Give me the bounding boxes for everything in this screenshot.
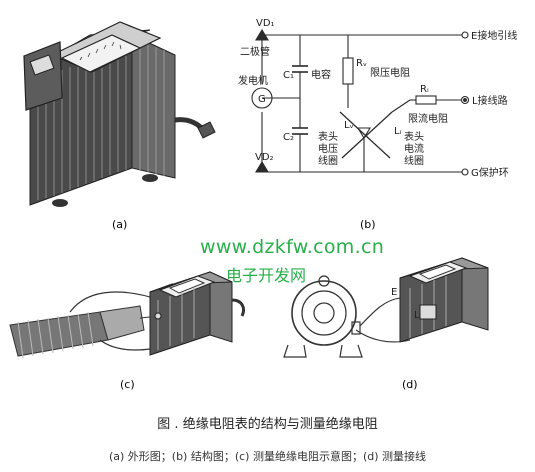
motor-measurement-drawing bbox=[283, 257, 489, 358]
vd1-label: VD₁ bbox=[256, 18, 275, 29]
coil-pointer-symbol bbox=[357, 127, 371, 140]
ri-label: Rᵢ bbox=[420, 84, 429, 95]
figure-caption-title: 图 . 绝缘电阻表的结构与测量绝缘电阻 bbox=[157, 417, 378, 432]
diode-label: 二极管 bbox=[240, 45, 270, 58]
terminal-e-label: E接地引线 bbox=[471, 29, 517, 42]
voltage-coil-label-1: 表头 bbox=[318, 130, 338, 143]
c2-label: C₂ bbox=[283, 132, 294, 143]
terminal-l-symbol bbox=[460, 95, 470, 105]
resistor-ri-symbol bbox=[415, 95, 437, 105]
voltage-coil-label-3: 线圈 bbox=[318, 154, 338, 167]
panel-label-d: (d) bbox=[402, 378, 418, 391]
lead-e-label: E bbox=[391, 287, 397, 298]
voltage-coil-symbol bbox=[339, 111, 391, 159]
watermark-site-name: 电子开发网 bbox=[226, 266, 307, 285]
ri-name-label: 限流电阻 bbox=[408, 112, 448, 125]
rv-name-label: 限压电阻 bbox=[370, 66, 410, 79]
terminal-e-symbol bbox=[461, 31, 469, 39]
panel-label-c: (c) bbox=[120, 378, 135, 391]
vd2-label: VD₂ bbox=[255, 152, 274, 163]
current-coil-symbol bbox=[341, 111, 393, 159]
voltage-coil-label-2: 电压 bbox=[318, 142, 338, 155]
current-coil-label-2: 电流 bbox=[404, 142, 424, 155]
watermark-url: www.dzkfw.com.cn bbox=[200, 236, 385, 258]
rv-label: Rᵥ bbox=[356, 58, 367, 69]
current-coil-label-3: 线圈 bbox=[404, 154, 424, 167]
li-label: Lᵢ bbox=[394, 126, 402, 137]
terminal-l-label: L接线路 bbox=[472, 94, 508, 107]
panel-label-a: (a) bbox=[112, 218, 127, 231]
capacitor-label: 电容 bbox=[311, 68, 331, 81]
terminal-g-label: G保护环 bbox=[471, 166, 509, 179]
generator-label: 发电机 bbox=[238, 74, 268, 87]
c1-label: C₁ bbox=[283, 70, 294, 81]
resistor-rv-symbol bbox=[342, 57, 354, 85]
figure-caption-subtitle: (a) 外形图；(b) 结构图；(c) 测量绝缘电阻示意图；(d) 测量接线 bbox=[108, 450, 427, 463]
panel-label-b: (b) bbox=[360, 218, 376, 231]
generator-symbol-label: G bbox=[258, 94, 266, 105]
lead-l-label: L bbox=[414, 310, 420, 321]
circuit-schematic bbox=[251, 28, 470, 176]
current-coil-label-1: 表头 bbox=[404, 130, 424, 143]
lv-label: Lᵥ bbox=[344, 120, 354, 131]
meter-exterior-drawing bbox=[23, 21, 216, 207]
terminal-g-symbol bbox=[461, 168, 469, 176]
cable-measurement-drawing bbox=[9, 271, 246, 359]
circuit-labels: VD₁ 二极管 发电机 G C₁ 电容 C₂ VD₂ Rᵥ 限压电阻 Rᵢ 限流… bbox=[238, 18, 517, 179]
